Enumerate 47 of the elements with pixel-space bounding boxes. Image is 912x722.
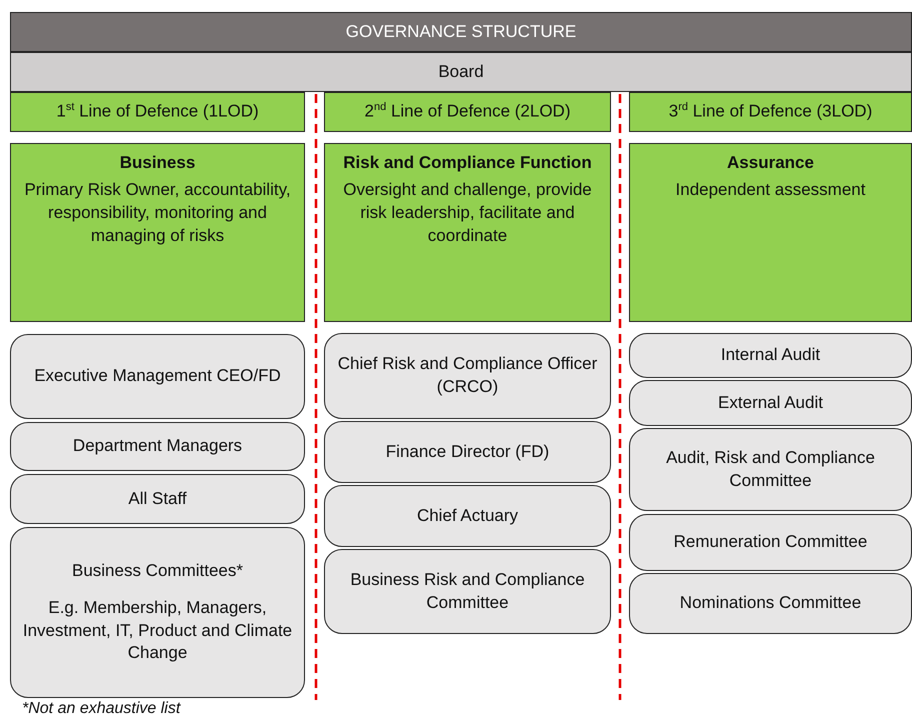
role-box [324, 421, 611, 483]
box-heading: Business [120, 152, 196, 174]
role-box [629, 514, 912, 571]
box-label: GOVERNANCE STRUCTURE [346, 20, 576, 43]
box-description: E.g. Membership, Managers, Investment, IT, Product and Climate Change [22, 596, 294, 664]
box-label: Chief Risk and Compliance Officer (CRCO) [336, 353, 598, 398]
box-description: Oversight and challenge, provide risk leadership, facilitate and coordinate [342, 178, 593, 247]
role-box [629, 428, 912, 511]
box-label: External Audit [718, 392, 823, 414]
header-bar [10, 12, 912, 52]
role-box [10, 527, 305, 698]
role-box [10, 334, 305, 419]
box-heading: Risk and Compliance Function [343, 152, 592, 174]
role-box [629, 573, 912, 634]
line-of-defence-header [324, 92, 611, 132]
box-heading: Assurance [727, 152, 814, 174]
role-box [324, 485, 611, 547]
box-description: Primary Risk Owner, accountability, responsibility, monitoring and managing of risks [23, 178, 292, 247]
box-label: Finance Director (FD) [386, 440, 550, 463]
line-of-defence-header [10, 92, 305, 132]
footnote: *Not an exhaustive list [22, 700, 180, 718]
box-label: Internal Audit [720, 344, 820, 366]
role-box [10, 422, 305, 471]
role-box [324, 549, 611, 634]
function-box [629, 143, 912, 322]
box-label: Board [438, 60, 484, 83]
box-heading: Business Committees* [72, 560, 243, 582]
box-label: 1$^{st}$ Line of Defence (1LOD) [56, 100, 259, 123]
box-label: 3$^{rd}$ Line of Defence (3LOD) [668, 100, 872, 123]
box-label: Department Managers [72, 435, 242, 458]
role-box [324, 333, 611, 419]
role-box [629, 380, 912, 426]
board-bar [10, 52, 912, 92]
box-label: Executive Management CEO/FD [34, 365, 281, 388]
role-box [629, 333, 912, 378]
box-label: Business Risk and Compliance Committee [349, 568, 586, 614]
box-label: All Staff [128, 488, 187, 510]
line-of-defence-header [629, 92, 912, 132]
box-label: 2$^{nd}$ Line of Defence (2LOD) [364, 100, 570, 123]
function-box [10, 143, 305, 322]
box-description: Independent assessment [676, 178, 866, 201]
role-box [10, 474, 305, 524]
box-label: Audit, Risk and Compliance Committee [665, 446, 876, 492]
function-box [324, 143, 611, 322]
box-label: Chief Actuary [416, 504, 518, 527]
box-label: Remuneration Committee [674, 531, 868, 554]
box-label: Nominations Committee [680, 592, 862, 614]
